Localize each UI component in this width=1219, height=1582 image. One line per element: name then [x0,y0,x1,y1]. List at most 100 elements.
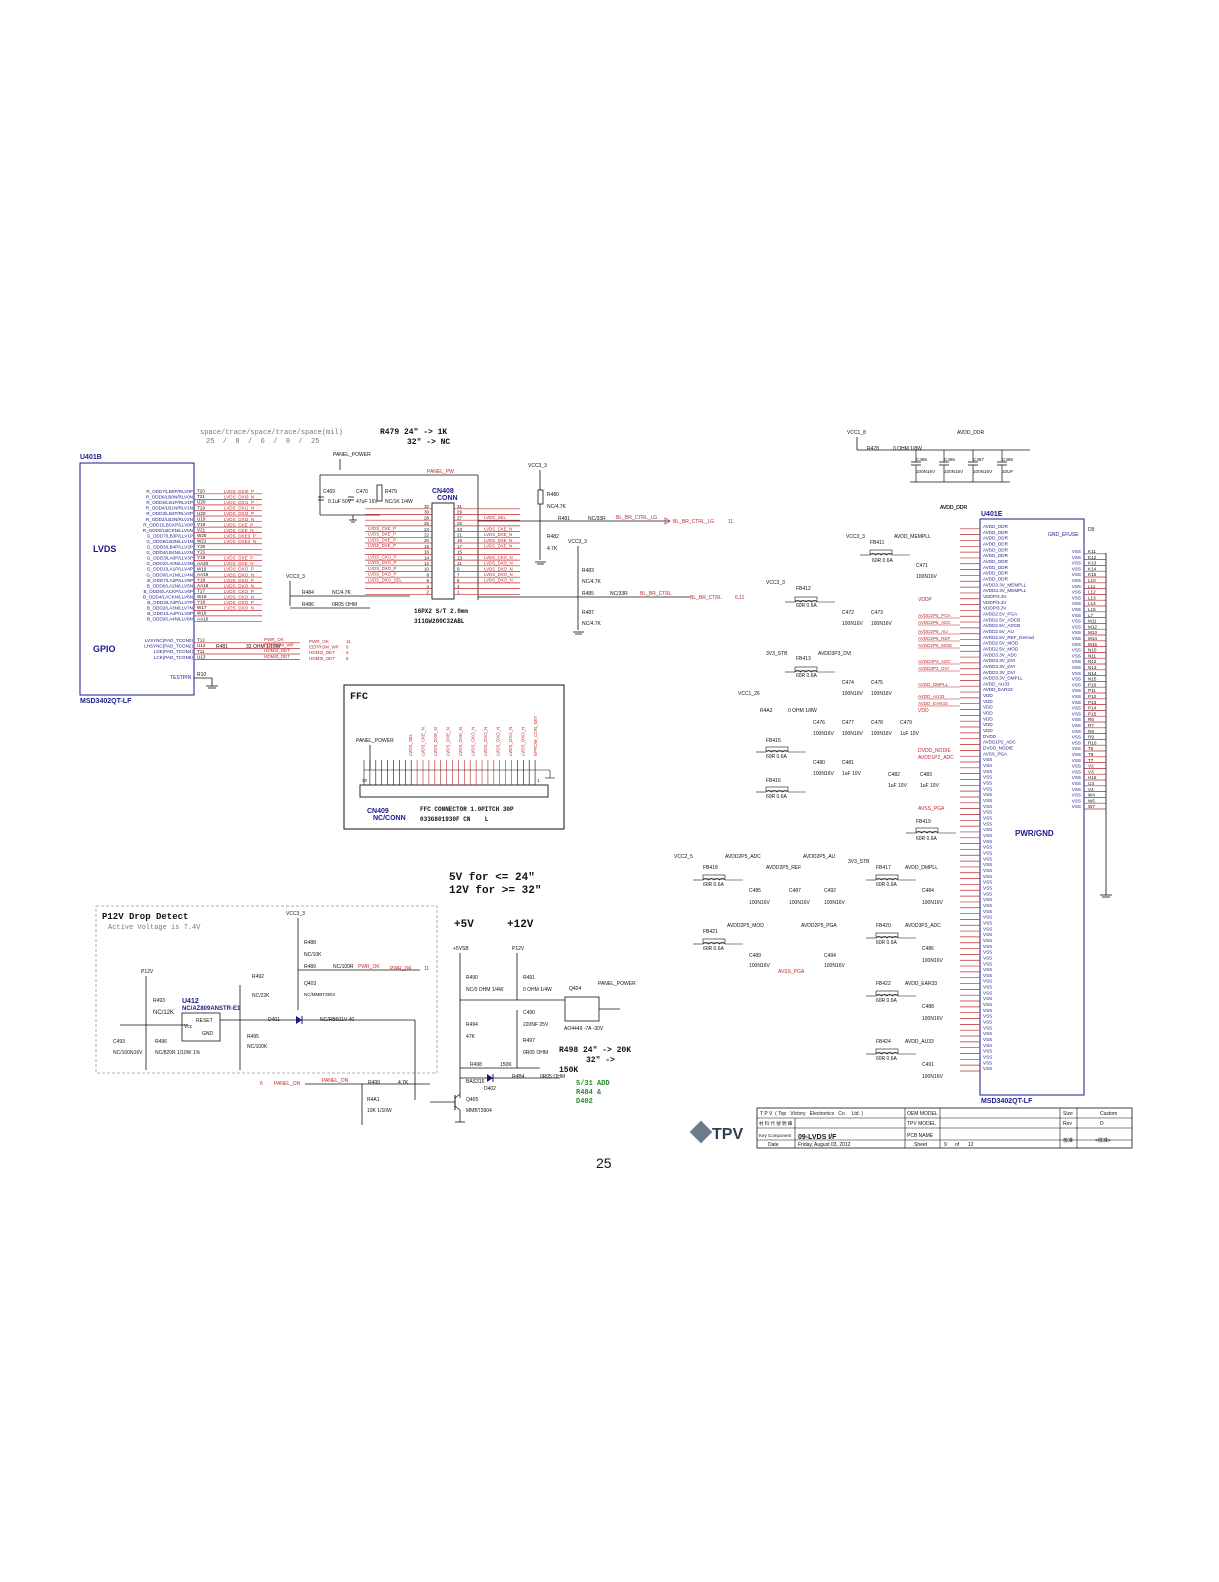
title-block: TPV T P V ( Top Victory Electronics Co .… [689,1107,1133,1149]
pwr-ok-net: PWR_OK [358,964,380,970]
p12v-subtitle: Active Voltage is 7.4V [108,924,201,932]
u401b-gpio-net-offpage: HDMI0_DET [309,656,335,661]
fb420-value: 60R 0.6A [876,940,898,946]
u401e-left-pin: VSS [983,845,992,850]
r489-value: NC/100R [333,964,354,970]
u401b-lvds-net: LVDS_DXO_P [224,567,254,572]
u401e-right-ball: V2 [1088,764,1094,769]
u401b-lvds-net: LVDS_DXO_P [224,600,254,605]
u401e-top-caps: C465100N16VC466100N16VC467100N16VC46810U… [910,450,1013,483]
u401b-lvds-pin: B_ODD0/LA4N/LLV8N [147,617,193,622]
r494-value: 47K [466,1034,476,1040]
u401e-left-pin: VSS [983,938,992,943]
cn408-desc: 16PX2 S/T 2.0mm [414,608,468,615]
cn408-body [431,502,455,600]
c494-value: 100N16V [824,963,846,969]
ferrite-bead-coil [702,942,726,945]
u401b-lvds-net: LVDS_DXI1_N [224,506,254,511]
u401e-left-pin: VSS [983,827,992,832]
c480-label: C480 [813,760,825,766]
u401e-left-pin: VSS [983,944,992,949]
cn408-left-pin: 30 [424,510,429,515]
ffc-pin-last: 1 [537,778,540,783]
tb-sheet-num: 9 [944,1142,947,1148]
u401b-lvds-net: LVDS_CKE_P [224,522,253,527]
u401e-right-ball: L10 [1088,578,1096,583]
u401e-right-ball: P13 [1088,700,1097,705]
u401e-left-pin: VSS [983,885,992,890]
u401e-left-pin: VDD [983,693,993,698]
u401e-left-pin: VSS [983,909,992,914]
cn408-left-pin: 2 [427,590,430,595]
u412-part: NC/AZ809ANSTR-E1 [182,1006,241,1012]
u401e-right-ball: N14 [1088,671,1097,676]
u401b-gpio-ball: T11 [197,649,205,654]
u401e-left-pin: VSS [983,1037,992,1042]
cn408-right-net: LVDS_DXE_N [484,532,512,537]
cn408-right-net: LVDS_DXO_N [484,566,513,571]
f-avdd-mempll: AVDD_MEMPLL [894,534,931,540]
u401b-lvds-ball: W21 [197,539,207,544]
topcap-ref: C465 [916,457,927,462]
spacing-values: 25 / 8 / 6 / 8 / 25 [206,438,319,446]
r494-label: R494 [466,1022,478,1028]
q403-label: Q403 [304,981,316,987]
c470-value: 47uF 16V [356,499,378,505]
u401b-lvds-ball: T19 [197,505,205,510]
u401b-lvds-pin: B_ODD5/LACKP/LLV6P [144,589,193,594]
panel-on-net-2: PANEL_ON [322,1078,349,1084]
r480-label: R480 [547,492,559,498]
u401e-left-pin: VDD [983,705,993,710]
f-vcc25: VCC2_5 [674,854,693,860]
u401e-gnd-efuse: GND_EFUSE [1048,532,1079,538]
u401e-left-pin: VSS [983,792,992,797]
cn408-panel-pw: PANEL_PW [427,469,454,475]
u401e-right-vss: VSS [1072,752,1081,757]
u401e-left-pin: VDDP/3.3V [983,606,1007,611]
u401e-right-ball: N10 [1088,648,1097,653]
filter-net-label: AVDD_AU33 [918,694,945,699]
c469-label: C469 [323,489,335,495]
c479-label: C479 [900,720,912,726]
filter-net-label: AVDD2P5_AU [918,629,948,634]
trace-spacing-note: space/trace/space/trace/space(mil) 25 / … [200,429,343,446]
cn409-ref: CN409 [367,808,389,815]
u401e-left-pin: AVDD3.3V_DMPLL [983,676,1023,681]
u401e-left-pin: VSS [983,839,992,844]
c485-label: C485 [749,888,761,894]
u401e-left-pin: AVDD2.5V_MOD [983,646,1019,651]
cn408-right-pin: 25 [457,521,462,526]
u401b-lvds-ball: W16 [197,611,207,616]
psu-p12v: P12V [512,946,525,952]
u401e-gnd-efuse-ball: D9 [1088,527,1095,533]
c474-value: 100N16V [842,691,864,697]
fb417-value: 60R 0.6A [876,882,898,888]
u401b-r481-value: 33 OHM 1/16W [246,644,281,650]
bl-net-sheet: 6,11 [735,595,745,601]
add-note: 5/31 ADD R484 & D402 [576,1080,610,1106]
ffc-pin-first: 30 [362,778,368,783]
u401b-lvds-net: LVDS_DXO_N [224,583,254,588]
u401e-right-vss: VSS [1072,648,1081,653]
q404-label: Q404 [569,986,581,992]
cn408-left-pin: 20 [424,538,429,543]
u401e-left-pin: VSS [983,1066,992,1071]
c470-label: C470 [356,489,368,495]
p12v-drop-block: P12V Drop Detect Active Voltage is 7.4V … [95,905,438,1125]
f-3v3stb-2: 3V3_STB [848,859,870,865]
ferrite-bead-icon [875,1048,899,1054]
tb-size-label: Size [1063,1111,1073,1117]
u401b-gpio-sheet: 5 [346,656,349,661]
c491-label: C491 [922,1062,934,1068]
c483-value: 1uF 10V [920,783,940,789]
u401e-ref: U401E [981,511,1003,518]
cn408-right-pin: 17 [457,544,462,549]
cn408-right-pin: 13 [457,555,462,560]
cn408-left-net: LVDS_CKE_P [368,526,396,531]
tb-sheet-total: 12 [968,1142,974,1148]
u401e-left-pin: VSS [983,874,992,879]
u401e-right-vss: VSS [1072,735,1081,740]
tb-tpv: TPV MODEL [907,1121,936,1127]
filter-net-label: AVDD2P5_REF [918,636,951,641]
